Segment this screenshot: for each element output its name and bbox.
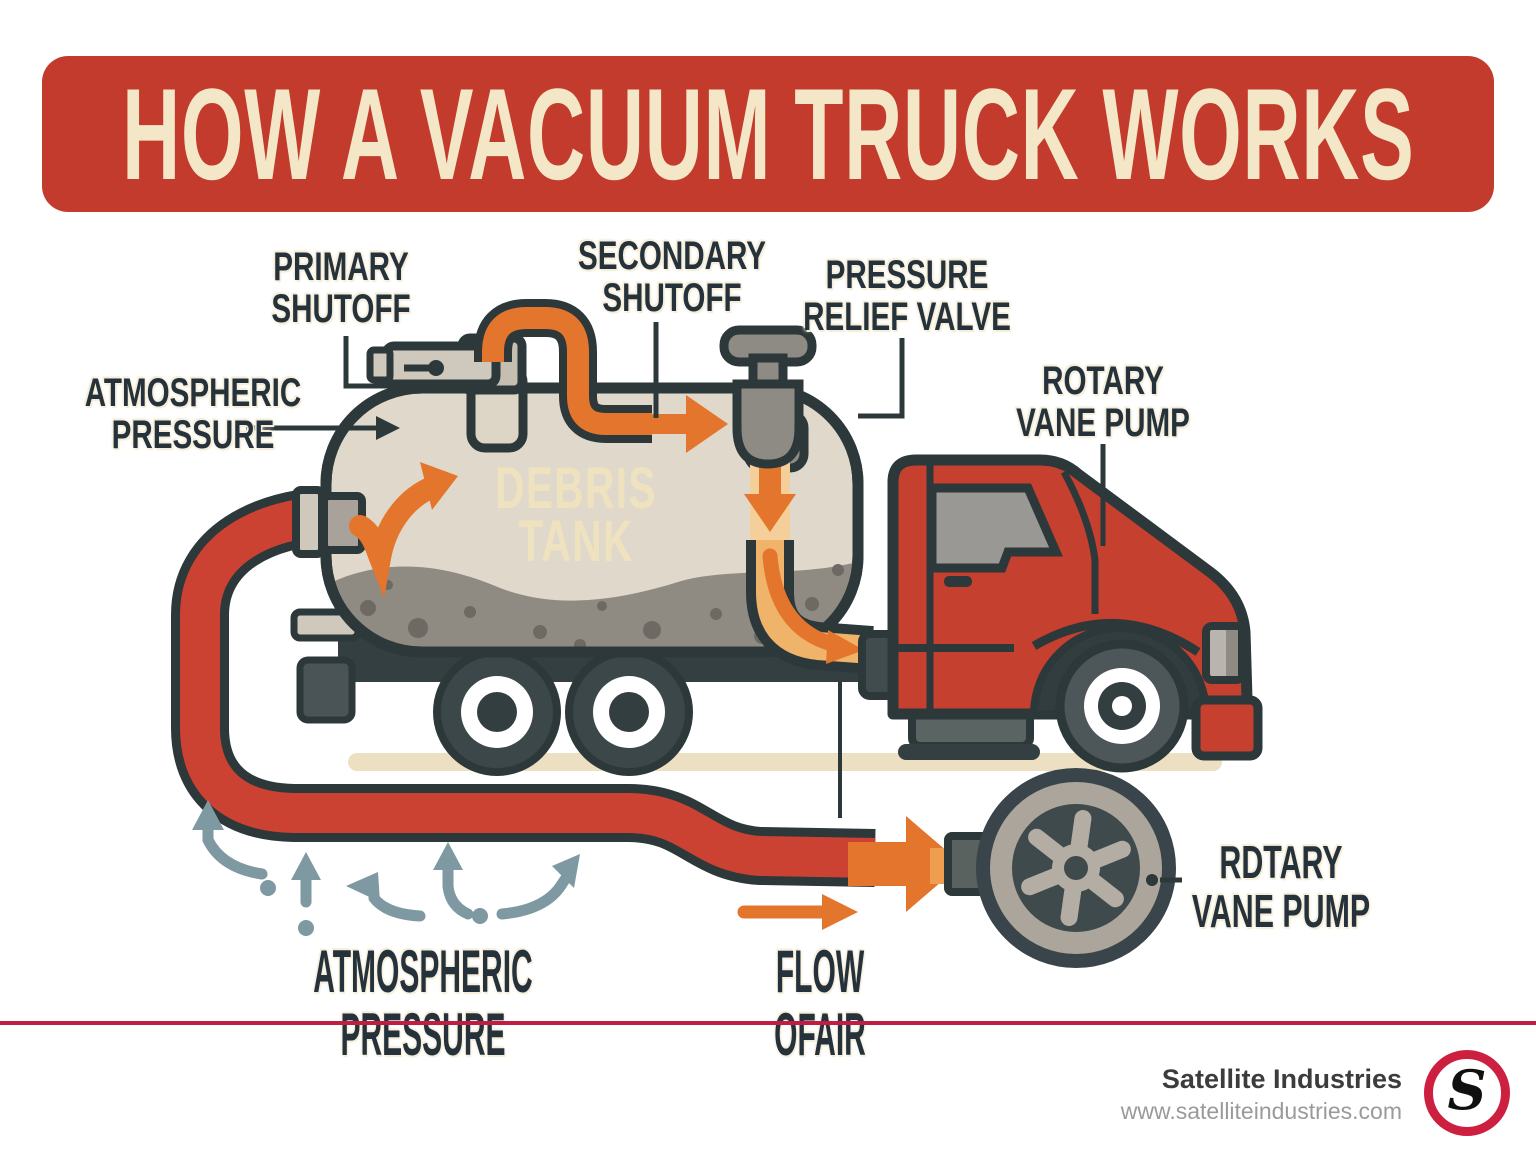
satellite-logo-icon: S [1424,1050,1510,1136]
label-primary-shutoff: PRIMARY SHUTOFF [271,245,411,331]
page-title: HOW A VACUUM TRUCK WORKS [121,61,1415,207]
leader-lines [246,322,1106,546]
label-flow-of-air: FLOW OFAIR [774,938,866,1068]
truck-front-wheel [1055,639,1189,773]
label-rotary-vane-pump-top: ROTARY VANE PUMP [1016,359,1190,445]
door-handle [944,576,972,587]
pressure-relief-valve [719,325,817,544]
hose-coupling [292,486,366,558]
footer-company-name: Satellite Industries [1161,1064,1402,1094]
rotary-vane-pump [976,768,1182,968]
front-bumper [1191,695,1263,761]
atmospheric-pressure-arrows [192,800,580,936]
label-rotary-vane-pump-bottom: RDTARY VANE PUMP [1191,836,1371,938]
debris-sludge [326,562,858,652]
tank-wheel-left [433,648,561,776]
footer-website-url: www.satelliteindustries.com [1120,1098,1402,1124]
label-atmospheric-pressure-bottom: ATMOSPHERIC PRESSURE [313,938,533,1068]
discharge-pipe [746,540,874,674]
cab-window [927,483,1063,573]
label-secondary-shutoff: SECONDARY SHUTOFF [577,234,767,320]
label-atmospheric-pressure-left: ATMOSPHERIC PRESSURE [84,371,302,457]
suction-hose [171,487,876,887]
flow-arrow-to-valve [646,395,728,453]
intake-air-arrow [349,462,458,598]
title-banner: HOW A VACUUM TRUCK WORKS [42,56,1494,212]
tank-wheel-right [565,648,693,776]
flow-of-air-arrow [737,894,858,930]
label-debris-tank: DEBRIS TANK [495,456,657,575]
logo-letter: S [1447,1058,1487,1122]
label-pressure-relief-valve: PRESSURE RELIEF VALVE [803,253,1011,339]
secondary-shutoff-pipe [474,299,728,453]
flow-arrow-to-pump [848,816,962,912]
footer-divider [0,1021,1536,1025]
